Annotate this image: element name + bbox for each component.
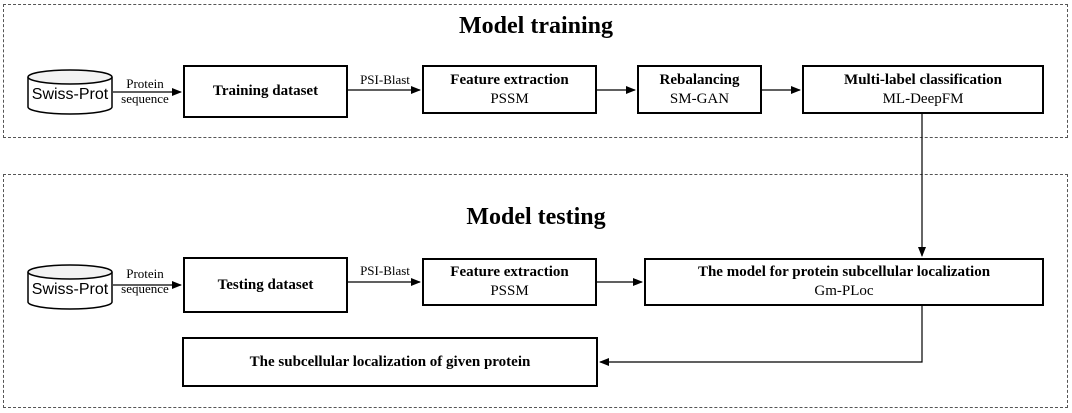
training-psi-blast-label: PSI-Blast <box>360 72 410 87</box>
database-icon <box>27 69 113 115</box>
training-dataset-box: Training dataset <box>183 65 348 118</box>
gm-ploc-model-box: The model for protein subcellular locali… <box>644 258 1044 306</box>
testing-database-label: Swiss-Prot <box>31 281 109 298</box>
training-database-label: Swiss-Prot <box>31 86 109 103</box>
label-line: Protein <box>126 266 164 281</box>
testing-dataset-box: Testing dataset <box>183 257 348 313</box>
arrow-model-to-output <box>599 306 923 366</box>
training-protein-sequence-label: Protein sequence <box>114 76 176 106</box>
testing-swiss-prot-database: Swiss-Prot <box>27 264 113 310</box>
box-title: Rebalancing <box>659 71 740 88</box>
box-method: ML-DeepFM <box>882 90 964 107</box>
box-title: Multi-label classification <box>844 71 1002 88</box>
box-method: SM-GAN <box>669 90 730 107</box>
box-title: Testing dataset <box>217 276 314 293</box>
box-title: The subcellular localization of given pr… <box>249 353 531 370</box>
label-line: Protein <box>126 76 164 91</box>
output-localization-box: The subcellular localization of given pr… <box>182 337 598 387</box>
box-method: PSSM <box>490 283 529 299</box>
box-title: Training dataset <box>212 83 319 99</box>
model-training-title: Model training <box>459 13 613 39</box>
training-feature-extraction-box: Feature extraction PSSM <box>422 65 597 114</box>
model-testing-title: Model testing <box>466 204 606 230</box>
label-line: sequence <box>121 91 169 106</box>
rebalancing-box: Rebalancing SM-GAN <box>637 65 762 114</box>
training-swiss-prot-database: Swiss-Prot <box>27 69 113 115</box>
model-testing-panel <box>3 174 1068 408</box>
database-icon <box>27 264 113 310</box>
box-method: PSSM <box>490 90 529 107</box>
box-title: The model for protein subcellular locali… <box>697 264 991 280</box>
box-method: Gm-PLoc <box>814 283 874 299</box>
multi-label-classification-box: Multi-label classification ML-DeepFM <box>802 65 1044 114</box>
model-training-panel <box>3 4 1068 138</box>
testing-psi-blast-label: PSI-Blast <box>360 263 410 278</box>
box-title: Feature extraction <box>450 264 569 280</box>
box-title: Feature extraction <box>450 71 569 88</box>
testing-feature-extraction-box: Feature extraction PSSM <box>422 258 597 306</box>
